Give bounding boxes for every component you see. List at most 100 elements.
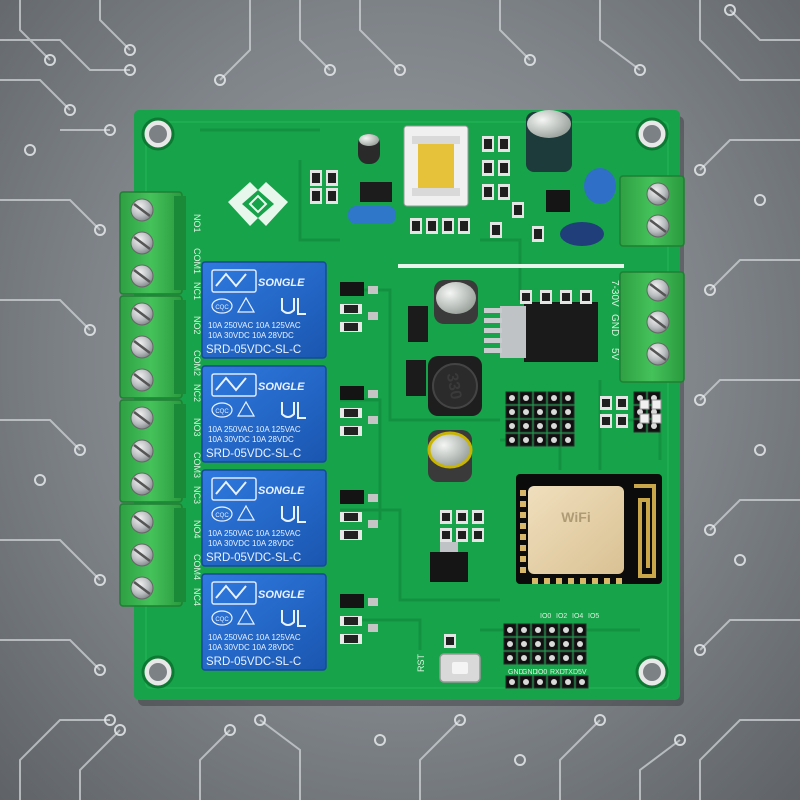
header-pin-hole — [537, 423, 543, 429]
header-pin-hole — [535, 655, 541, 661]
background-trace-dot — [104, 124, 116, 136]
module-pin — [592, 578, 598, 584]
background-trace — [0, 639, 101, 671]
background-trace-dot — [704, 284, 716, 296]
background-trace-dot — [124, 64, 136, 76]
background-trace-dot — [694, 644, 706, 656]
electrolytic-capacitor-top — [436, 282, 476, 314]
smd-transistor — [340, 386, 364, 400]
background-trace — [0, 419, 81, 451]
status-led — [651, 399, 662, 410]
background-trace — [359, 0, 401, 71]
smd-part — [484, 163, 492, 173]
smd-part — [500, 163, 508, 173]
smd-part — [542, 293, 550, 301]
pcb-trace — [340, 618, 422, 650]
background-trace-dot — [254, 714, 266, 726]
smd-part — [484, 187, 492, 197]
terminal-screw-slot — [649, 347, 667, 361]
background-trace-dot — [44, 54, 56, 66]
background-trace — [559, 719, 601, 800]
relay-body — [201, 573, 327, 671]
ldo-tab — [500, 306, 526, 358]
header-pin-hole — [523, 423, 529, 429]
header-pin-hole — [563, 641, 569, 647]
relay-brand: SONGLE — [258, 381, 305, 393]
background-trace-dot — [694, 394, 706, 406]
module-pin — [544, 578, 550, 584]
diode — [408, 306, 428, 342]
header-pin-hole — [551, 423, 557, 429]
background-trace-dot — [734, 554, 746, 566]
relay-brand: SONGLE — [258, 589, 305, 601]
background-trace-dot — [114, 724, 126, 736]
background-trace — [639, 739, 681, 800]
reset-button-cap[interactable] — [452, 662, 468, 674]
header-label: GND — [508, 669, 524, 676]
terminal-screw-slot — [649, 283, 667, 297]
background-trace-dot — [754, 194, 766, 206]
module-pin — [520, 534, 526, 540]
background-trace-dot — [674, 734, 686, 746]
terminal-label: NO4 — [192, 520, 202, 539]
terminal-screw-slot — [649, 187, 667, 201]
background-circuit-dots — [24, 4, 766, 766]
status-led — [639, 399, 650, 410]
smd-pad — [368, 390, 378, 398]
smd-part — [562, 293, 570, 301]
module-pin — [556, 578, 562, 584]
relay-rating-line2: 10A 30VDC 10A 28VDC — [208, 539, 294, 548]
relay-wave-icon — [215, 272, 247, 288]
electrolytic-capacitor-top — [430, 434, 470, 466]
relay-body — [201, 365, 327, 463]
relay-output-terminals — [119, 191, 186, 607]
background-trace — [699, 719, 800, 800]
header-pin-hole — [509, 423, 515, 429]
header-pin-hole — [549, 641, 555, 647]
relay-wave-icon — [215, 376, 247, 392]
header-pin-hole — [507, 627, 513, 633]
background-trace — [709, 499, 800, 531]
cqc-mark: CQC — [215, 409, 229, 415]
relay-rating-line2: 10A 30VDC 10A 28VDC — [208, 435, 294, 444]
background-trace-dot — [224, 724, 236, 736]
terminal-label: NC3 — [192, 486, 202, 504]
ldo-regulator — [524, 302, 598, 362]
terminal-screw-slot — [133, 340, 151, 354]
smd-part — [474, 513, 482, 521]
module-pin — [520, 501, 526, 507]
module-pin — [604, 578, 610, 584]
warning-triangle-icon — [236, 400, 256, 417]
background-trace — [259, 719, 301, 800]
background-trace-dot — [94, 224, 106, 236]
smd-part — [514, 205, 522, 215]
background-trace-dot — [634, 64, 646, 76]
transformer-core — [418, 142, 454, 190]
terminal-screw-slot — [133, 444, 151, 458]
header-pin-hole — [537, 409, 543, 415]
header-pin-hole — [537, 679, 543, 685]
background-trace-dot — [24, 144, 36, 156]
terminal-label: COM3 — [192, 452, 202, 478]
header-pin-hole — [651, 423, 657, 429]
background-trace-dot — [94, 664, 106, 676]
smd-part — [442, 513, 450, 521]
ldo-pins — [484, 308, 502, 353]
silkscreen-divider — [398, 264, 624, 268]
terminal-screw-slot — [133, 307, 151, 321]
varistor — [560, 222, 604, 246]
background-trace — [699, 619, 800, 651]
cqc-mark: CQC — [215, 305, 229, 311]
background-trace — [709, 259, 800, 291]
header-pin-hole — [509, 395, 515, 401]
smd-part — [412, 221, 420, 231]
diode — [406, 360, 426, 396]
background-trace-dot — [104, 714, 116, 726]
power-terminal-label: GND — [609, 314, 620, 336]
cqc-mark: CQC — [215, 513, 229, 519]
header-label: IO0 — [536, 669, 547, 676]
